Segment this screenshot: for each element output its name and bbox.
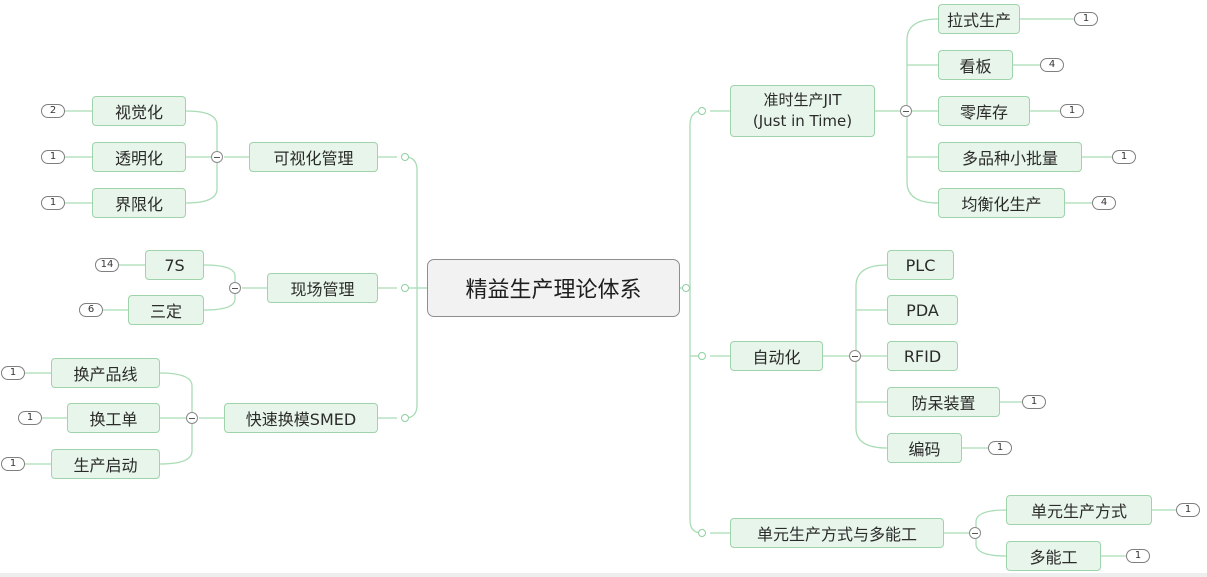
collapse-toggle-automation[interactable]: [849, 350, 861, 362]
attachment-count-badge[interactable]: 4: [1092, 196, 1116, 210]
topic-visual-management[interactable]: 可视化管理: [249, 142, 378, 172]
subtopic-7s[interactable]: 7S: [145, 250, 204, 280]
subtopic-change-product-line[interactable]: 换产品线: [51, 358, 160, 388]
topic-smed[interactable]: 快速换模SMED: [224, 403, 378, 433]
subtopic-coding[interactable]: 编码: [887, 433, 962, 463]
attachment-count-badge[interactable]: 1: [1126, 549, 1150, 563]
subtopic-cell-production-mode[interactable]: 单元生产方式: [1006, 495, 1152, 525]
subtopic-production-start[interactable]: 生产启动: [51, 449, 160, 479]
central-topic[interactable]: 精益生产理论体系: [427, 259, 680, 317]
subtopic-pda[interactable]: PDA: [887, 295, 958, 325]
attachment-count-badge[interactable]: 1: [1022, 395, 1046, 409]
subtopic-pull-production[interactable]: 拉式生产: [938, 4, 1020, 34]
collapse-toggle-visual-management[interactable]: [211, 151, 223, 163]
subtopic-multi-skilled-worker[interactable]: 多能工: [1006, 541, 1101, 571]
subtopic-poka-yoke[interactable]: 防呆装置: [887, 387, 1000, 417]
attachment-count-badge[interactable]: 1: [1176, 503, 1200, 517]
subtopic-three-fixed[interactable]: 三定: [128, 295, 204, 325]
collapse-toggle-site-management[interactable]: [229, 282, 241, 294]
collapse-toggle-cell-production[interactable]: [969, 527, 981, 539]
subtopic-change-work-order[interactable]: 换工单: [67, 403, 160, 433]
subtopic-multi-variety-small-batch[interactable]: 多品种小批量: [938, 142, 1082, 172]
subtopic-plc[interactable]: PLC: [887, 250, 954, 280]
connector-dot: [401, 414, 409, 422]
attachment-count-badge[interactable]: 1: [1, 457, 25, 471]
connector-dot: [682, 284, 690, 292]
subtopic-kanban[interactable]: 看板: [938, 50, 1013, 80]
connector-dot: [698, 107, 706, 115]
topic-jit[interactable]: 准时生产JIT (Just in Time): [730, 85, 875, 137]
topic-cell-production[interactable]: 单元生产方式与多能工: [730, 518, 944, 548]
collapse-toggle-smed[interactable]: [186, 412, 198, 424]
attachment-count-badge[interactable]: 1: [988, 441, 1012, 455]
subtopic-boundary[interactable]: 界限化: [92, 188, 186, 218]
connector-dot: [698, 529, 706, 537]
attachment-count-badge[interactable]: 1: [1060, 104, 1084, 118]
attachment-count-badge[interactable]: 1: [1074, 12, 1098, 26]
subtopic-level-production[interactable]: 均衡化生产: [938, 188, 1065, 218]
subtopic-zero-inventory[interactable]: 零库存: [938, 96, 1030, 126]
connector-dot: [401, 153, 409, 161]
attachment-count-badge[interactable]: 1: [41, 150, 65, 164]
topic-jit-line2: (Just in Time): [752, 112, 853, 130]
topic-site-management[interactable]: 现场管理: [267, 273, 378, 303]
canvas-bottom-edge: [0, 573, 1207, 577]
attachment-count-badge[interactable]: 14: [95, 258, 119, 272]
subtopic-rfid[interactable]: RFID: [887, 341, 958, 371]
connector-dot: [401, 284, 409, 292]
attachment-count-badge[interactable]: 2: [41, 104, 65, 118]
collapse-toggle-jit[interactable]: [900, 105, 912, 117]
subtopic-transparency[interactable]: 透明化: [92, 142, 186, 172]
attachment-count-badge[interactable]: 1: [41, 196, 65, 210]
attachment-count-badge[interactable]: 6: [79, 303, 103, 317]
connector-dot: [698, 352, 706, 360]
topic-jit-line1: 准时生产JIT: [763, 91, 842, 109]
attachment-count-badge[interactable]: 4: [1040, 58, 1064, 72]
attachment-count-badge[interactable]: 1: [18, 411, 42, 425]
topic-automation[interactable]: 自动化: [730, 341, 823, 371]
subtopic-visualization[interactable]: 视觉化: [92, 96, 186, 126]
attachment-count-badge[interactable]: 1: [1112, 150, 1136, 164]
attachment-count-badge[interactable]: 1: [1, 366, 25, 380]
